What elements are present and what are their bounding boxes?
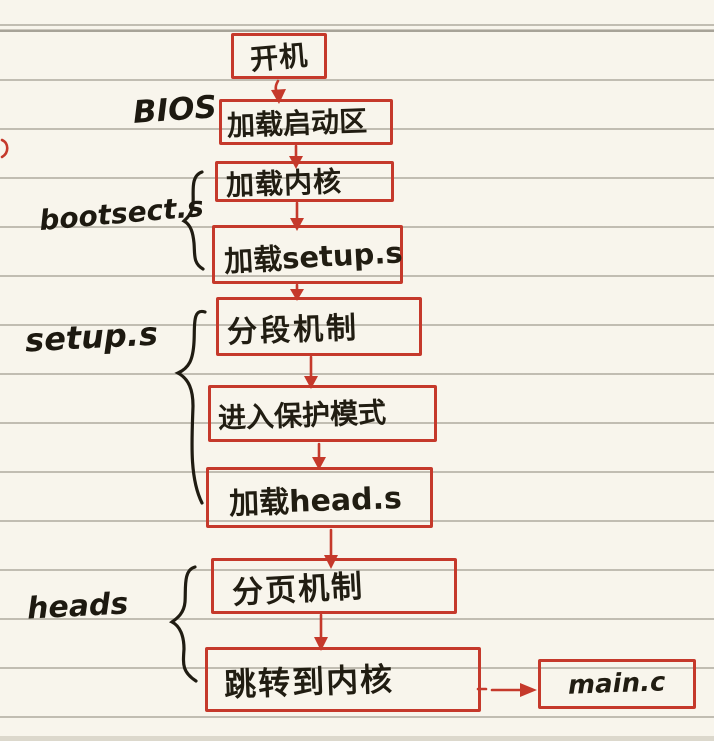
node-load-boot-sector: 加载启动区 xyxy=(219,99,393,145)
label-head-s: heads xyxy=(26,586,130,627)
top-rule-line xyxy=(0,29,714,32)
node-enter-protected-mode: 进入保护模式 xyxy=(208,385,437,442)
label-setup-s: setup.s xyxy=(24,314,159,360)
node-load-setup-s: 加载setup.s xyxy=(212,225,403,284)
node-load-kernel: 加载内核 xyxy=(215,161,394,202)
node-power-on: 开机 xyxy=(231,33,327,79)
label-bios: BIOS xyxy=(131,89,218,131)
node-segmentation-mechanism: 分段机制 xyxy=(216,297,422,356)
node-label: 加载启动区 xyxy=(226,104,368,143)
node-paging-mechanism: 分页机制 xyxy=(211,558,457,614)
node-label: 加载head.s xyxy=(228,480,403,522)
page-bottom-edge xyxy=(0,736,714,741)
node-label: 加载内核 xyxy=(225,164,343,202)
node-main-c: main.c xyxy=(538,659,696,709)
node-label: 跳转到内核 xyxy=(223,659,395,704)
node-load-head-s: 加载head.s xyxy=(206,467,433,528)
node-jump-to-kernel: 跳转到内核 xyxy=(205,647,481,712)
node-label: main.c xyxy=(567,667,667,701)
node-label: 进入保护模式 xyxy=(217,395,387,435)
node-label: 开机 xyxy=(248,38,310,77)
node-label: 分页机制 xyxy=(231,568,366,611)
node-label: 加载setup.s xyxy=(223,234,404,279)
node-label: 分段机制 xyxy=(226,310,360,350)
